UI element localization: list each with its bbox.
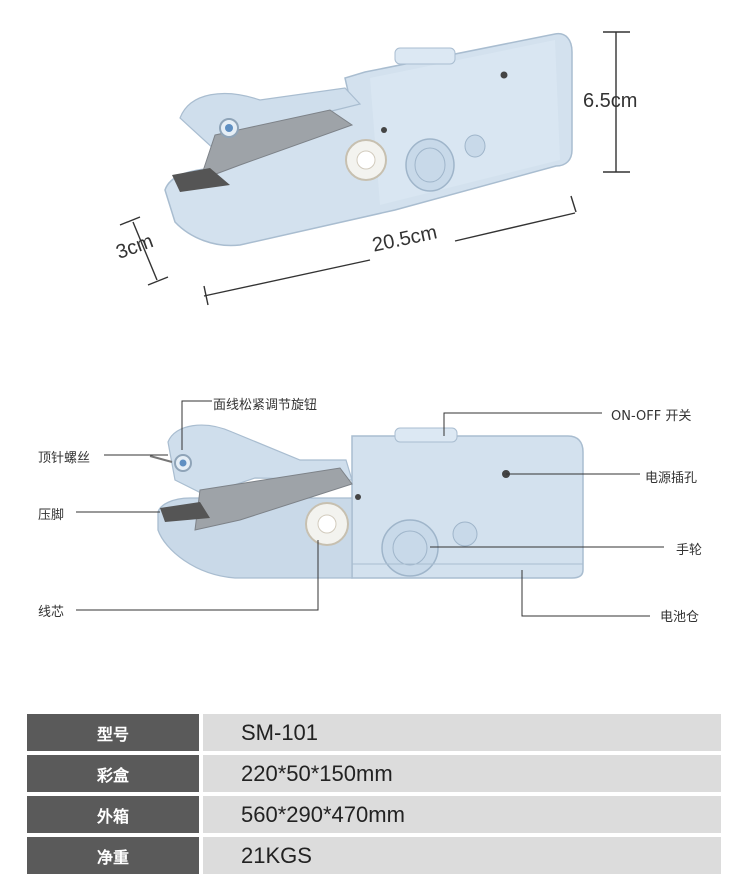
spec-row-outer-carton: 外箱 560*290*470mm (27, 796, 721, 833)
sewing-machine-top (164, 32, 573, 247)
height-dimension-label: 6.5cm (583, 90, 638, 112)
callout-tension-knob: 面线松紧调节旋钮 (213, 398, 318, 413)
top-product-image (119, 31, 630, 306)
spec-value: 560*290*470mm (203, 796, 721, 833)
callout-battery-compartment: 电池仓 (660, 610, 700, 625)
spec-key: 净重 (27, 837, 199, 874)
callout-presser-foot: 压脚 (38, 508, 65, 523)
callout-top-needle-screw: 顶针螺丝 (38, 451, 91, 466)
callout-power-jack: 电源插孔 (645, 471, 698, 486)
spec-row-color-box: 彩盒 220*50*150mm (27, 755, 721, 792)
spec-value: 21KGS (203, 837, 721, 874)
callout-handwheel: 手轮 (676, 543, 703, 558)
spec-row-net-weight: 净重 21KGS (27, 837, 721, 874)
spec-value: 220*50*150mm (203, 755, 721, 792)
spec-key: 型号 (27, 714, 199, 751)
sewing-machine-side (149, 424, 584, 579)
callout-spool: 线芯 (38, 605, 65, 620)
spec-value: SM-101 (203, 714, 721, 751)
spec-key: 彩盒 (27, 755, 199, 792)
callout-on-off-switch: ON-OFF 开关 (611, 409, 692, 424)
spec-key: 外箱 (27, 796, 199, 833)
spec-row-model: 型号 SM-101 (27, 714, 721, 751)
callout-product-image (76, 400, 664, 617)
